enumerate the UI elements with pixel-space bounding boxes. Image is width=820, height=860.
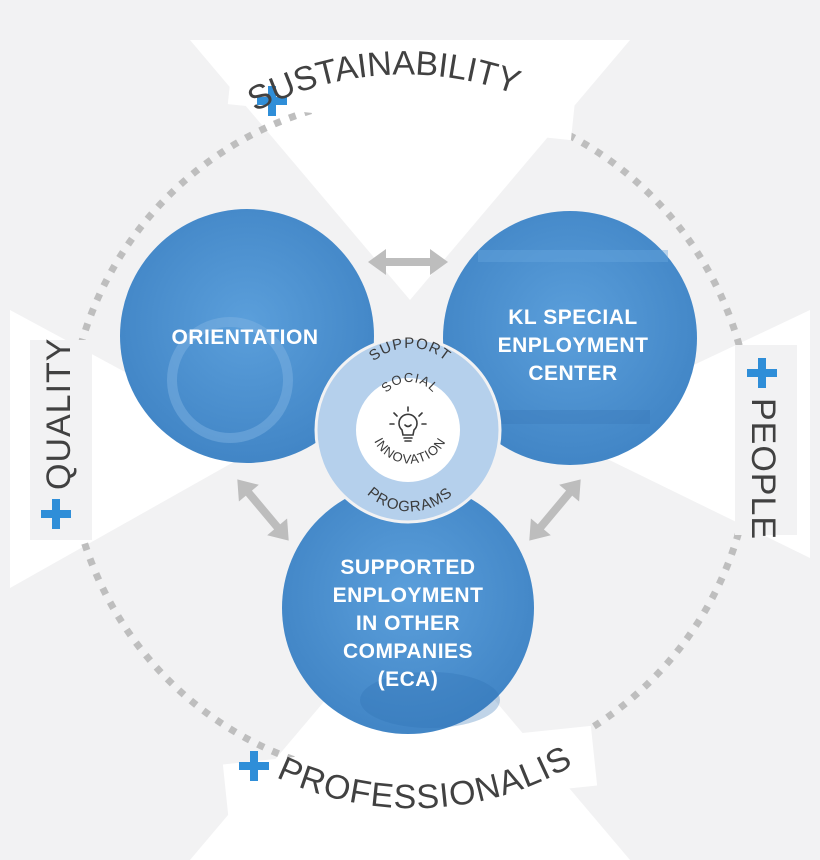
double-arrow-icon bbox=[368, 249, 448, 275]
pillar-label-left: QUALITY bbox=[40, 338, 78, 490]
circle-label-special-center-3: CENTER bbox=[528, 362, 617, 385]
double-arrow-icon bbox=[529, 479, 581, 541]
connector-arrows bbox=[237, 249, 581, 541]
plus-icon bbox=[257, 86, 287, 116]
circle-label-supported-5: (ECA) bbox=[378, 668, 439, 691]
circle-label-special-center-1: KL SPECIAL bbox=[508, 306, 637, 329]
circle-label-supported-1: SUPPORTED bbox=[340, 556, 475, 579]
plus-icon bbox=[239, 751, 269, 781]
circle-label-supported-4: COMPANIES bbox=[343, 640, 473, 663]
plus-icon bbox=[747, 358, 777, 388]
double-arrow-icon bbox=[237, 479, 289, 541]
circle-orientation: ORIENTATION bbox=[120, 209, 374, 463]
circle-special-center: KL SPECIAL ENPLOYMENT CENTER bbox=[443, 211, 697, 465]
circle-label-special-center-2: ENPLOYMENT bbox=[498, 334, 649, 357]
pillar-quality: QUALITY bbox=[40, 338, 78, 529]
circle-label-supported-2: ENPLOYMENT bbox=[333, 584, 484, 607]
pillar-people: PEOPLE bbox=[744, 358, 782, 540]
circle-supported: SUPPORTED ENPLOYMENT IN OTHER COMPANIES … bbox=[282, 482, 534, 734]
hub: SUPPORT PROGRAMS SOCIAL INNOVATION bbox=[314, 335, 502, 524]
circle-label-supported-3: IN OTHER bbox=[356, 612, 460, 635]
plus-icon bbox=[41, 499, 71, 529]
circle-label-orientation: ORIENTATION bbox=[171, 326, 318, 349]
pillar-label-right: PEOPLE bbox=[744, 398, 782, 540]
lightbulb-icon bbox=[389, 406, 427, 442]
